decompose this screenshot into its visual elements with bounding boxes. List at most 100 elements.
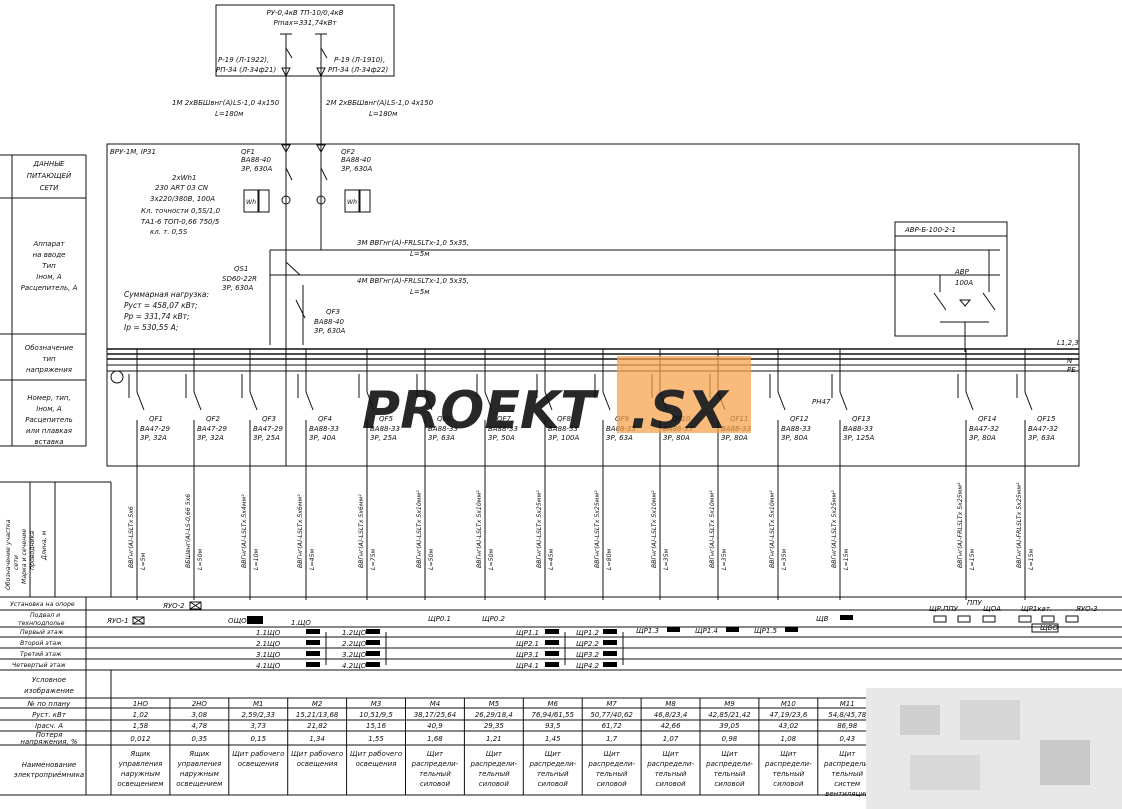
table-power: 3,08 <box>192 711 208 719</box>
lbl-dev-4: или плавкая <box>26 427 72 435</box>
group-breaker-name: QF12 <box>790 415 809 423</box>
feeder-cable-1: 1М 2хВБШвнг(А)LS-1,0 4х150 <box>172 99 280 107</box>
board-shchbo: ЩБО <box>1040 624 1058 632</box>
floor-board-icon <box>306 629 320 634</box>
table-consumer-name: Ящик <box>129 750 151 758</box>
tbl-lbl-name-1: Наименование <box>22 761 76 769</box>
input-breaker-1-rating: 3Р, 630А <box>241 165 272 173</box>
upper-breaker-1-line1: Р-19 (Л-1922), <box>218 56 269 64</box>
lbl-network-2: ПИТАЮЩЕЙ <box>27 171 72 180</box>
floor-board-label: 1.2ЩО <box>342 629 367 637</box>
tbl-lbl-sym-2: изображение <box>24 687 74 695</box>
board-oshcho-icon <box>247 616 263 624</box>
lbl-dev-2: Iном, А <box>36 405 62 413</box>
board-1shcho: 1.ЩО <box>291 619 311 627</box>
table-plan: 2НО <box>192 700 208 708</box>
board-shchr13: ЩР1.3 <box>636 627 659 635</box>
meter-line-3: 3х220/380В, 100А <box>150 195 215 203</box>
meter-icon: Wh Wh <box>243 189 371 213</box>
floor-3: Третий этаж <box>20 651 62 658</box>
feeder-cable-2: 2М 2хВБШвнг(А)LS-1,0 4х150 <box>326 99 434 107</box>
table-power: 46,8/23,4 <box>654 711 688 719</box>
lbl-cable-2: сети <box>13 555 20 570</box>
floor-board-label: ЩР3.1 <box>516 651 539 659</box>
table-loss: 1,68 <box>427 735 443 743</box>
table-consumer-name: Щит <box>427 750 444 758</box>
tbl-lbl-p: Руст. кВт <box>32 711 67 719</box>
table-consumer-name: Ящик <box>188 750 210 758</box>
table-plan: М8 <box>665 700 676 708</box>
group-breaker-rating: 3Р, 100А <box>548 434 579 442</box>
table-consumer-name: Щит <box>604 750 621 758</box>
floor-board-label: 1.1ЩО <box>256 629 281 637</box>
table-loss: 0,15 <box>250 735 266 743</box>
table-consumer-name: освещения <box>356 760 397 768</box>
avr-cable-2-length: L=5м <box>410 288 430 296</box>
group-breaker-type: ВА88-33 <box>370 425 400 433</box>
table-consumer-name: Щит рабочего <box>350 750 402 758</box>
table-consumer-name: распредели- <box>411 760 459 768</box>
ground-icon <box>110 370 124 384</box>
meter-line-5: ТА1-6 ТОП-0,66 750/5 <box>141 218 220 226</box>
floor-pole: Установка на опоре <box>10 601 75 608</box>
group-cable: ВВГнг(А)-LSLTх 5х10мм² <box>476 490 483 568</box>
left-labels: ДАННЫЕ ПИТАЮЩЕЙ СЕТИ Аппарат на вводе Ти… <box>0 154 1122 598</box>
table-consumer-name: распредели- <box>705 760 753 768</box>
group-breaker-type: ВА88-33 <box>781 425 811 433</box>
group-breaker-type: ВА47-29 <box>140 425 170 433</box>
floor-board-label: 2.2ЩО <box>342 640 367 648</box>
lbl-network-3: СЕТИ <box>40 184 60 192</box>
floor-board-label: 4.1ЩО <box>256 662 281 670</box>
group-length: L=35м <box>663 548 670 570</box>
input-breaker-2-rating: 3Р, 630А <box>341 165 372 173</box>
board-yauo3: ЯУО-3 <box>1075 605 1098 613</box>
group-breaker-rating: 3Р, 40А <box>309 434 336 442</box>
table-consumer-name: распредели- <box>587 760 635 768</box>
load-summary-3: Рр = 331,74 кВт; <box>124 312 190 321</box>
group-breaker-rating: 3Р, 80А <box>781 434 808 442</box>
table-consumer-name: распредели- <box>528 760 576 768</box>
floor-boards: ЯУО-1 ЯУО-2 ОЩО 1.ЩО ЩР0.2 ЩР0.1 ЩР1.3 Щ… <box>106 599 1098 670</box>
group-length: L=10м <box>253 548 260 570</box>
table-consumer-name: освещением <box>176 780 223 788</box>
floor-basement-2: технподполье <box>18 620 65 627</box>
table-consumer-name: управления <box>176 760 221 768</box>
input-breaker-1-name: QF1 <box>241 148 255 156</box>
group-length: L=45м <box>309 548 316 570</box>
floor-board-icon <box>545 640 559 645</box>
table-consumer-name: тельный <box>596 770 628 778</box>
table-current: 1,58 <box>133 722 149 730</box>
panel-label: ВРУ-1М, IP31 <box>110 148 156 156</box>
floor-board-icon <box>545 651 559 656</box>
lbl-app-4: Iном, А <box>36 273 62 281</box>
bottom-table: Условное изображение № по плану Руст. кВ… <box>0 670 878 798</box>
group-breaker-name: QF5 <box>379 415 394 423</box>
floor-board-icon <box>545 662 559 667</box>
floor-board-label: ЩР2.1 <box>516 640 539 648</box>
lbl-volt-1: Обозначение <box>25 344 74 352</box>
relay-label: РН47 <box>812 398 831 406</box>
floor-board-label: ЩР2.2 <box>576 640 600 648</box>
qs1-type: SD60-22R <box>222 275 257 283</box>
lbl-app-1: Аппарат <box>32 240 65 248</box>
table-loss: 1,07 <box>663 735 679 743</box>
table-consumer-name: тельный <box>831 770 863 778</box>
vru-panel: ВРУ-1М, IP31 QF1 ВА88-40 3Р, 630А QF2 ВА… <box>106 143 1080 600</box>
group-breaker-type: ВА47-32 <box>969 425 999 433</box>
group-length: L=15м <box>969 548 976 570</box>
table-consumer-name: Щит <box>662 750 679 758</box>
table-consumer-name: Щит <box>545 750 562 758</box>
table-plan: М2 <box>312 700 323 708</box>
group-cable: ВВГнг(А)-LSLTх 5х25мм² <box>831 490 838 568</box>
floor-board-icon <box>366 629 380 634</box>
table-current: 93,5 <box>545 722 561 730</box>
group-length: L=45м <box>548 548 555 570</box>
svg-text:Wh: Wh <box>347 199 357 206</box>
group-breaker-name: QF8 <box>557 415 572 423</box>
floor-board-icon <box>603 640 617 645</box>
table-power: 15,21/13,68 <box>296 711 339 719</box>
group-breaker-rating: 3Р, 32А <box>197 434 224 442</box>
group-breaker-name: QF13 <box>852 415 870 423</box>
